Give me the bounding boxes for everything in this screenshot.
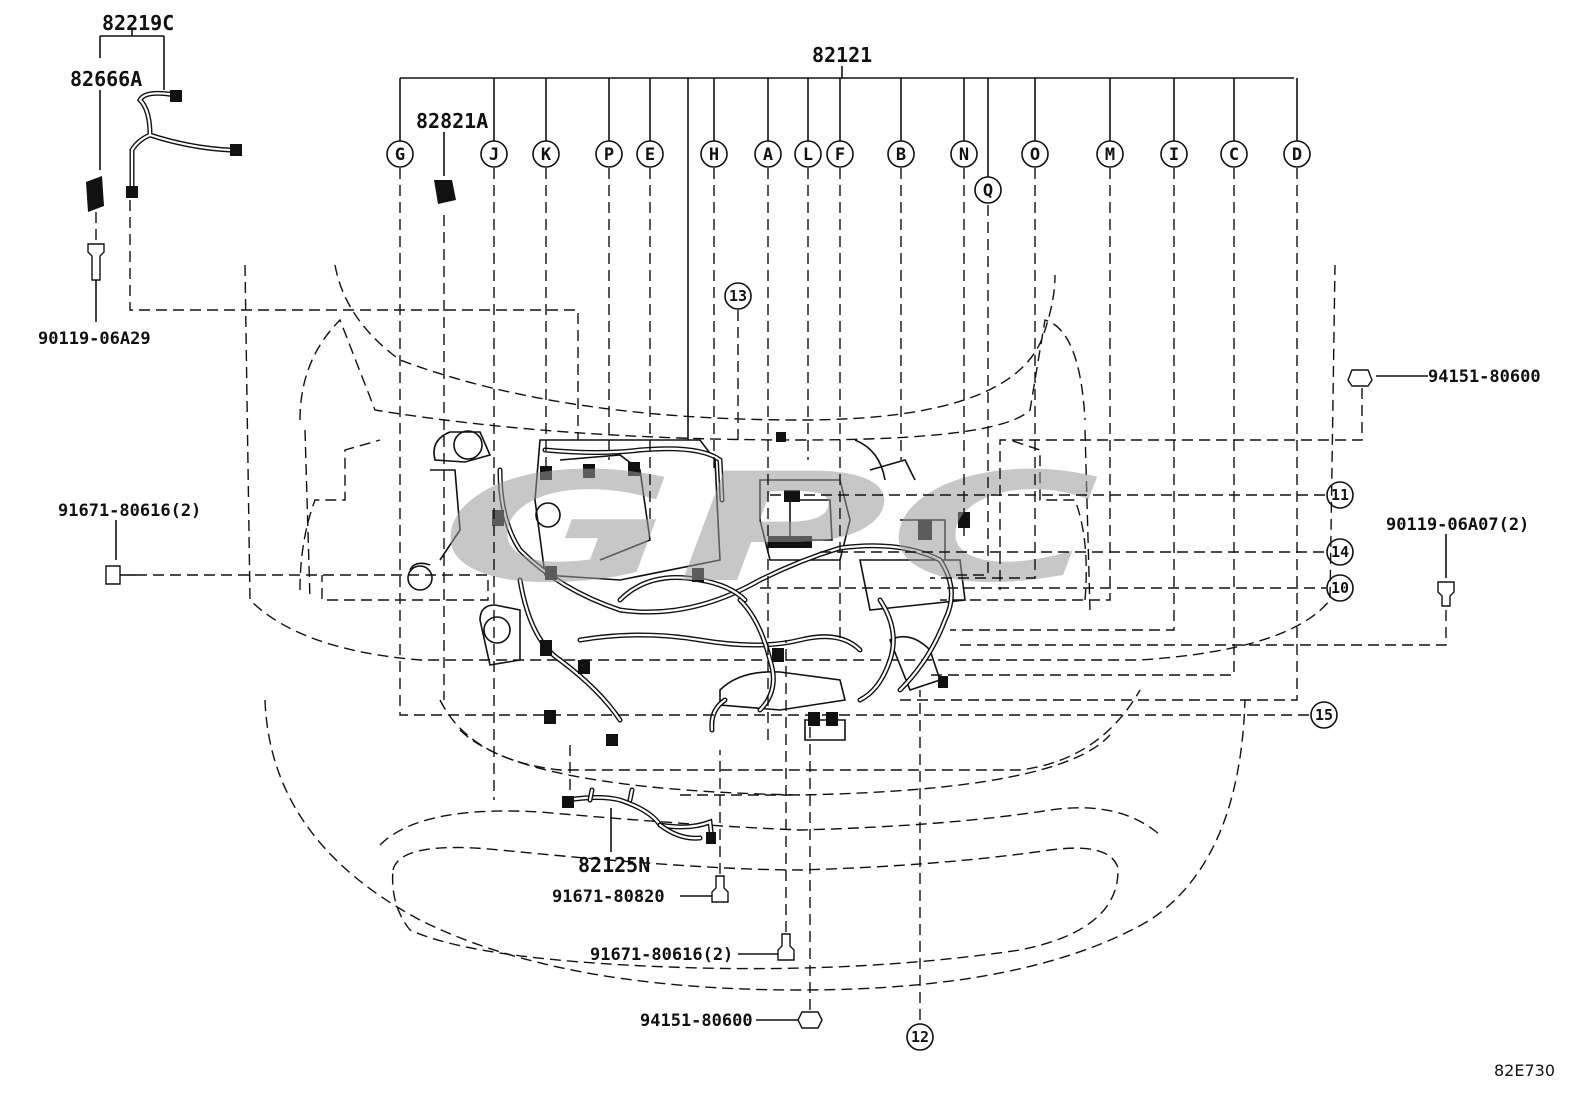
part-label-82666a: 82666A [70, 67, 142, 91]
callout-m: M [1096, 78, 1124, 168]
svg-text:14: 14 [1331, 543, 1349, 561]
callout-label-d: D [1292, 145, 1302, 165]
part-label-82821a: 82821A [416, 109, 488, 133]
callout-n: N [950, 78, 978, 168]
callout-label-i: I [1169, 145, 1179, 165]
sub-harness-82125n-group [562, 740, 800, 852]
engine-bay-components [407, 430, 966, 741]
callout-e: E [636, 78, 664, 168]
callout-g: G [386, 78, 414, 168]
part-label-91671-80616-left: 91671-80616(2) [58, 501, 201, 521]
harness-82121-bracket [400, 66, 1294, 440]
bolt-right-mid-group [960, 534, 1455, 646]
callout-f: F [826, 78, 854, 168]
main-wire-harness [492, 432, 970, 746]
callout-label-p: P [604, 145, 614, 165]
callout-j: J [480, 78, 508, 168]
callout-label-b: B [896, 145, 906, 165]
callout-q: Q [974, 78, 1002, 204]
callout-label-o: O [1030, 145, 1040, 165]
clamp-82821a-group [434, 132, 456, 204]
svg-text:11: 11 [1331, 486, 1349, 504]
reference-leaders [760, 494, 1326, 1020]
callout-p: P [595, 78, 623, 168]
callout-label-j: J [489, 145, 499, 165]
callout-i: I [1160, 78, 1188, 168]
part-label-82121: 82121 [812, 43, 872, 67]
svg-text:15: 15 [1315, 706, 1333, 724]
callout-a: A [754, 78, 782, 168]
callout-c: C [1220, 78, 1248, 168]
part-label-94151-80600-bottom: 94151-80600 [640, 1011, 753, 1031]
ref-circle-14: 14 [1326, 538, 1354, 566]
bolt-bottom-2-group [738, 640, 795, 961]
part-label-90119-06a07: 90119-06A07(2) [1386, 515, 1529, 535]
part-label-82125n: 82125N [578, 853, 650, 877]
callout-o: O [1021, 78, 1049, 168]
part-label-94151-80600-right: 94151-80600 [1428, 367, 1541, 387]
callout-label-a: A [763, 145, 773, 165]
callout-label-m: M [1105, 145, 1115, 165]
callout-b: B [887, 78, 915, 168]
callout-label-c: C [1229, 145, 1239, 165]
callout-label-e: E [645, 145, 655, 165]
callout-group: G J K P E H A L F B NQ O M I C D [386, 78, 1311, 204]
part-label-91671-80616-bottom: 91671-80616(2) [590, 945, 733, 965]
part-label-91671-80820: 91671-80820 [552, 887, 665, 907]
part-label-90119-06a29: 90119-06A29 [38, 329, 151, 349]
callout-label-l: L [803, 145, 813, 165]
callout-d: D [1283, 78, 1311, 168]
figure-code: 82E730 [1494, 1061, 1555, 1080]
callout-leader-lines [399, 168, 1310, 800]
callout-label-n: N [959, 145, 969, 165]
nut-bottom-group [756, 720, 823, 1029]
svg-text:12: 12 [911, 1028, 929, 1046]
svg-text:13: 13 [729, 287, 747, 305]
ref-circle-15: 15 [1310, 701, 1338, 729]
callout-label-q: Q [983, 181, 993, 201]
ref-circle-12: 12 [906, 1023, 934, 1051]
callout-label-g: G [395, 145, 405, 165]
svg-text:10: 10 [1331, 579, 1349, 597]
part-label-82219c: 82219C [102, 11, 174, 35]
ref-circle-11: 11 [1326, 481, 1354, 509]
nut-right-top-group [999, 369, 1428, 590]
ref-circle-13: 13 [724, 282, 752, 310]
vehicle-body-outline [244, 264, 1336, 991]
callout-l: L [794, 78, 822, 168]
ref-circle-10: 10 [1326, 574, 1354, 602]
callout-label-h: H [709, 145, 719, 165]
callout-label-f: F [835, 145, 845, 165]
callout-h: H [700, 78, 728, 168]
bolt-bottom-1-group [680, 750, 729, 903]
sensor-wire-82219c-group [86, 30, 579, 440]
callout-k: K [532, 78, 560, 168]
callout-label-k: K [541, 145, 552, 165]
watermark-text: GPC [440, 442, 1100, 616]
bolt-left-mid-group [105, 520, 489, 601]
